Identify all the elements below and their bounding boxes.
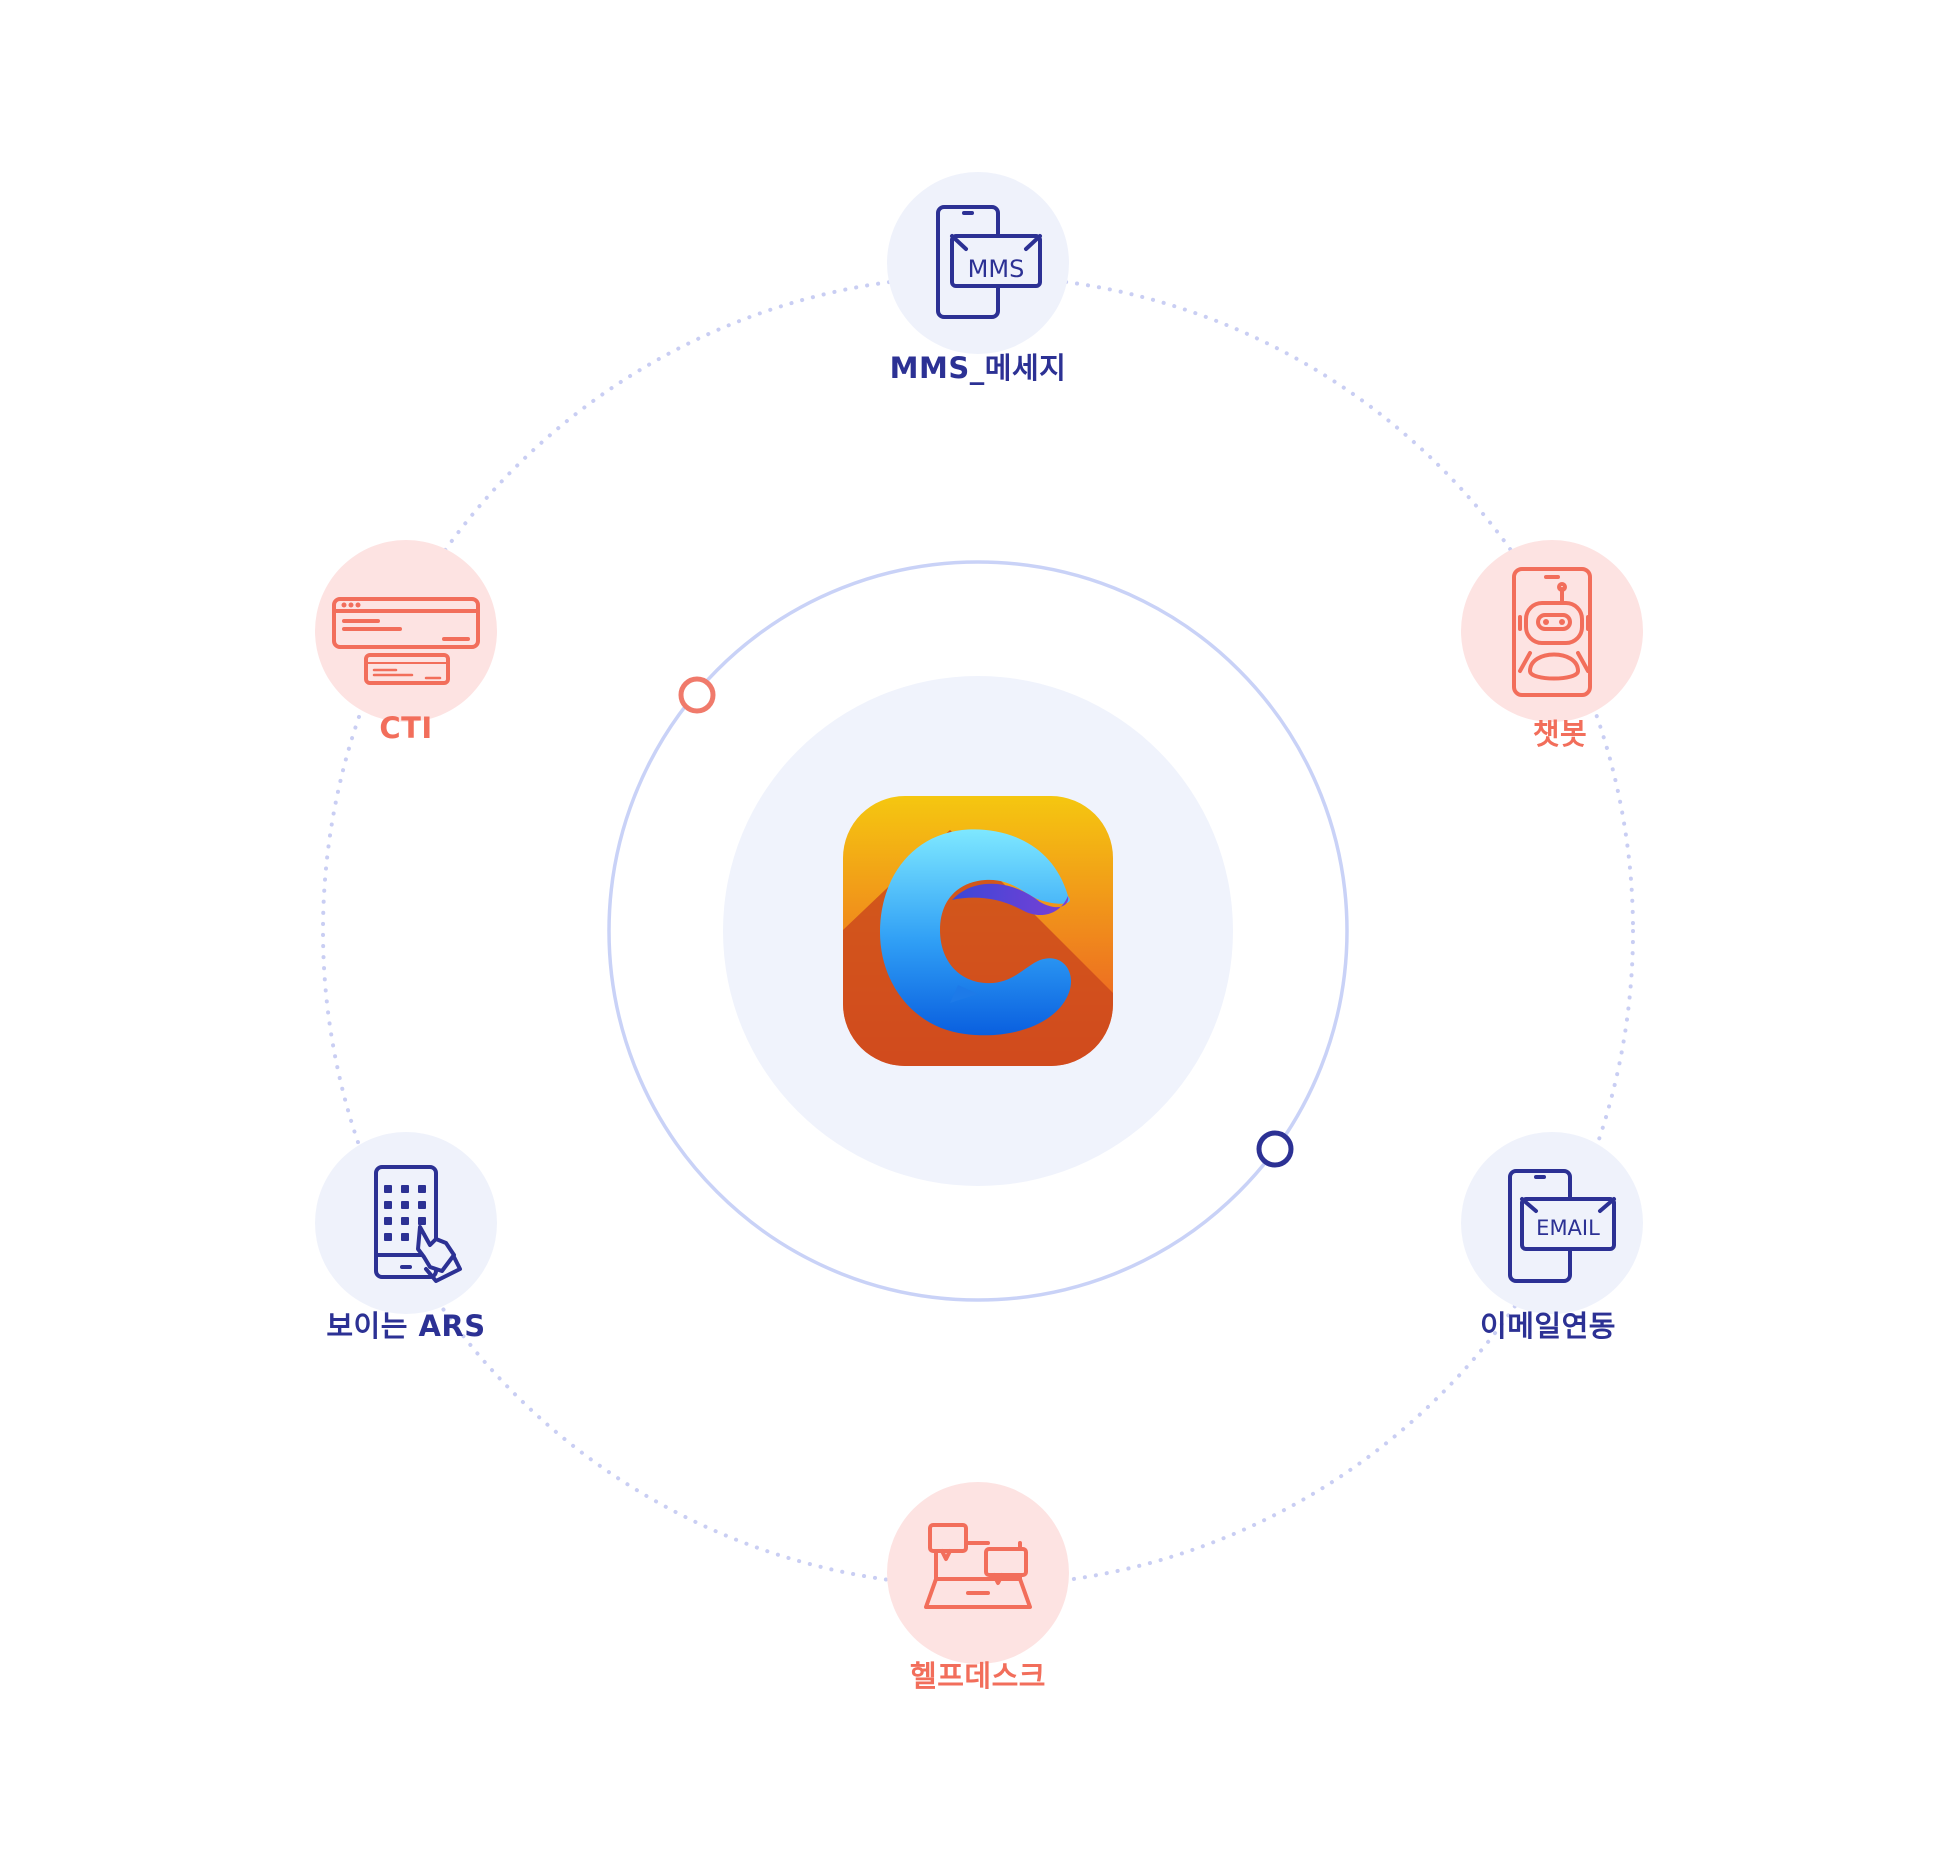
node-chatbot[interactable]: [1461, 540, 1643, 722]
mms-icon-text: MMS: [968, 255, 1025, 283]
orbit-marker-navy: [1256, 1130, 1294, 1168]
helpdesk-laptop-icon: [924, 1523, 1032, 1609]
node-helpdesk-badge: [887, 1482, 1069, 1664]
node-label-cti: CTI: [379, 711, 433, 745]
orbit-marker-coral: [678, 676, 716, 714]
inner-orbit-ring: [607, 560, 1349, 1302]
node-label-ars: 보이는 ARS: [326, 1309, 486, 1343]
node-label-mms: MMS_메세지: [889, 351, 1067, 385]
node-mms[interactable]: MMS: [887, 172, 1069, 354]
node-helpdesk[interactable]: [887, 1482, 1069, 1664]
node-email[interactable]: EMAIL: [1461, 1132, 1643, 1314]
chat-c-logo-icon: [843, 796, 1113, 1066]
node-label-helpdesk: 헬프데스크: [910, 1659, 1046, 1693]
node-cti[interactable]: [315, 540, 497, 722]
node-ars[interactable]: [315, 1132, 497, 1314]
email-phone-icon: EMAIL: [1508, 1169, 1616, 1283]
node-label-chatbot: 챗봇: [1532, 717, 1588, 751]
node-cti-badge: [315, 540, 497, 722]
node-label-email: 이메일연동: [1480, 1309, 1616, 1343]
chatbot-robot-icon: [1512, 567, 1592, 697]
email-icon-text: EMAIL: [1536, 1216, 1600, 1240]
mms-phone-icon: MMS: [936, 205, 1042, 319]
visual-ars-phone-icon: [374, 1165, 462, 1283]
cti-windows-icon: [332, 597, 480, 685]
